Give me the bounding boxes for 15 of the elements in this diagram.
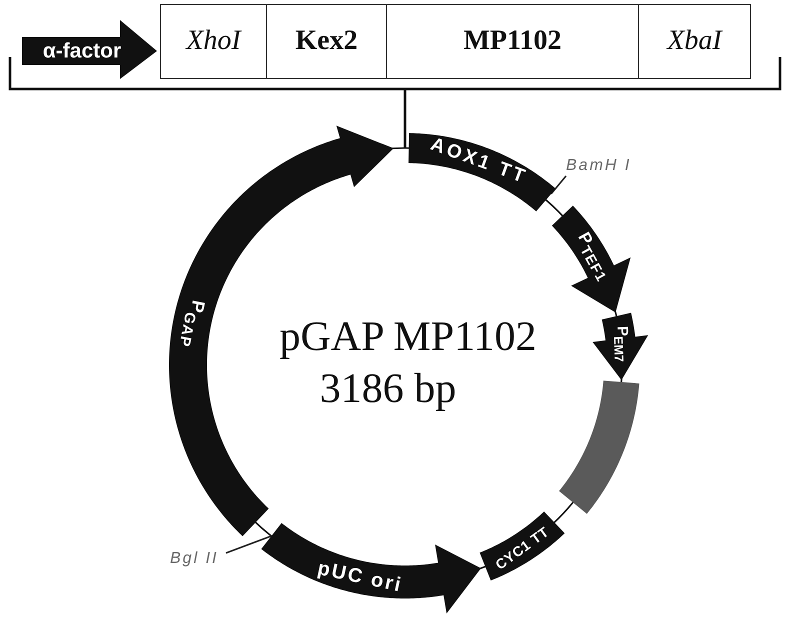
arrow-label: α-factor [42, 40, 122, 62]
plasmid-name: pGAP MP1102 [279, 314, 537, 360]
feature-label: AOX1 TT [428, 134, 530, 188]
cleavage-site-label: Kex2 [295, 26, 358, 57]
gene-label: MP1102 [464, 26, 562, 57]
restriction-site-label: BamH I [566, 156, 640, 176]
construct-segment-box [266, 4, 387, 79]
restriction-site-label: Bgl II [170, 549, 226, 569]
construct-segment-box [160, 4, 267, 79]
feature-label: pUC ori [316, 558, 404, 596]
restriction-site-label: XhoI [186, 26, 241, 57]
construct-segment-box [638, 4, 751, 79]
restriction-site-label: XbaI [667, 26, 722, 57]
plasmid-size: 3186 bp [320, 366, 456, 412]
construct-segment-box [386, 4, 639, 79]
